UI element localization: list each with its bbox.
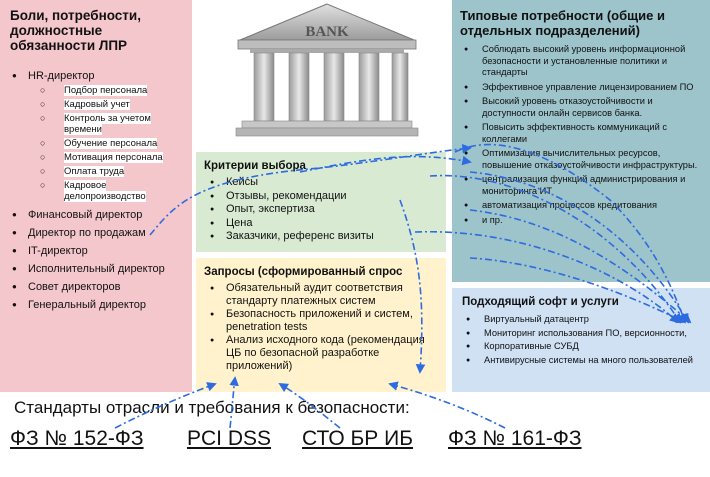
software-panel: Подходящий софт и услуги Виртуальный дат… bbox=[452, 288, 710, 392]
bank-label: BANK bbox=[305, 24, 349, 40]
need-item: централизация функций администрирования … bbox=[460, 174, 704, 197]
standard-fz152: ФЗ № 152-ФЗ bbox=[10, 427, 144, 450]
criteria-item: Цена bbox=[204, 217, 440, 231]
role-item: IT-директор bbox=[10, 244, 184, 258]
role-item: Генеральный директор bbox=[10, 298, 184, 312]
hr-subitem: Оплата труда bbox=[36, 166, 184, 177]
hr-subitem: Подбор персонала bbox=[36, 85, 184, 96]
requests-title: Запросы (сформированный спрос bbox=[204, 266, 403, 278]
standard-stobr: СТО БР ИБ bbox=[302, 427, 414, 450]
software-item: Виртуальный датацентр bbox=[462, 314, 704, 326]
need-item: Соблюдать высокий уровень информационной… bbox=[460, 44, 704, 79]
typical-needs-title: Типовые потребности (общие и отдельных п… bbox=[460, 8, 665, 38]
request-item: Безопасность приложений и систем, penetr… bbox=[204, 308, 440, 334]
need-item: Повысить эффективность коммуникаций с ко… bbox=[460, 122, 704, 145]
request-item: Анализ исходного кода (рекомендация ЦБ п… bbox=[204, 334, 440, 373]
criteria-item: Заказчики, референс визиты bbox=[204, 230, 440, 244]
standards-title: Стандарты отрасли и требования к безопас… bbox=[14, 398, 410, 417]
need-item: и пр. bbox=[460, 215, 704, 227]
role-hr-director: HR-директор Подбор персонала Кадровый уч… bbox=[10, 69, 184, 202]
criteria-item: Опыт, экспертиза bbox=[204, 203, 440, 217]
need-item: Оптимизация вычислительных ресурсов, пов… bbox=[460, 148, 704, 171]
hr-subitems: Подбор персонала Кадровый учет Контроль … bbox=[36, 85, 184, 202]
need-item: автоматизация процессов кредитования bbox=[460, 200, 704, 212]
criteria-title: Критерии выбора bbox=[204, 160, 306, 172]
hr-subitem: Мотивация персонала bbox=[36, 152, 184, 163]
typical-needs-list: Соблюдать высокий уровень информационной… bbox=[460, 44, 704, 226]
hr-subitem: Обучение персонала bbox=[36, 138, 184, 149]
role-item: Финансовый директор bbox=[10, 208, 184, 222]
standard-pcidss: PCI DSS bbox=[187, 427, 272, 450]
role-item: Директор по продажам bbox=[10, 226, 184, 240]
other-roles-list: Финансовый директор Директор по продажам… bbox=[10, 208, 184, 312]
requests-panel: Запросы (сформированный спрос Обязательн… bbox=[196, 258, 446, 392]
pains-title: Боли, потребности, должностные обязаннос… bbox=[10, 8, 141, 53]
software-item: Корпоративные СУБД bbox=[462, 341, 704, 353]
criteria-item: Кейсы bbox=[204, 176, 440, 190]
hr-subitem: Кадровое делопроизводство bbox=[36, 180, 184, 202]
software-title: Подходящий софт и услуги bbox=[462, 296, 619, 308]
standard-fz161: ФЗ № 161-ФЗ bbox=[448, 427, 582, 450]
criteria-item: Отзывы, рекомендации bbox=[204, 190, 440, 204]
criteria-list: Кейсы Отзывы, рекомендации Опыт, эксперт… bbox=[204, 176, 440, 244]
bank-building-icon: BANK bbox=[235, 3, 419, 137]
requests-list: Обязательный аудит соответствия стандарт… bbox=[204, 282, 440, 373]
software-item: Антивирусные системы на много пользовате… bbox=[462, 355, 704, 367]
software-list: Виртуальный датацентр Мониторинг использ… bbox=[462, 314, 704, 366]
request-item: Обязательный аудит соответствия стандарт… bbox=[204, 282, 440, 308]
pains-panel: Боли, потребности, должностные обязаннос… bbox=[0, 0, 192, 392]
criteria-panel: Критерии выбора Кейсы Отзывы, рекомендац… bbox=[196, 152, 446, 252]
role-item: Совет директоров bbox=[10, 280, 184, 294]
software-item: Мониторинг использования ПО, версионност… bbox=[462, 328, 704, 340]
typical-needs-panel: Типовые потребности (общие и отдельных п… bbox=[452, 0, 710, 282]
role-item: Исполнительный директор bbox=[10, 262, 184, 276]
hr-subitem: Контроль за учетом времени bbox=[36, 113, 184, 135]
roles-list: HR-директор Подбор персонала Кадровый уч… bbox=[10, 69, 184, 202]
hr-subitem: Кадровый учет bbox=[36, 99, 184, 110]
need-item: Высокий уровень отказоустойчивости и дос… bbox=[460, 96, 704, 119]
need-item: Эффективное управление лицензированием П… bbox=[460, 82, 704, 94]
